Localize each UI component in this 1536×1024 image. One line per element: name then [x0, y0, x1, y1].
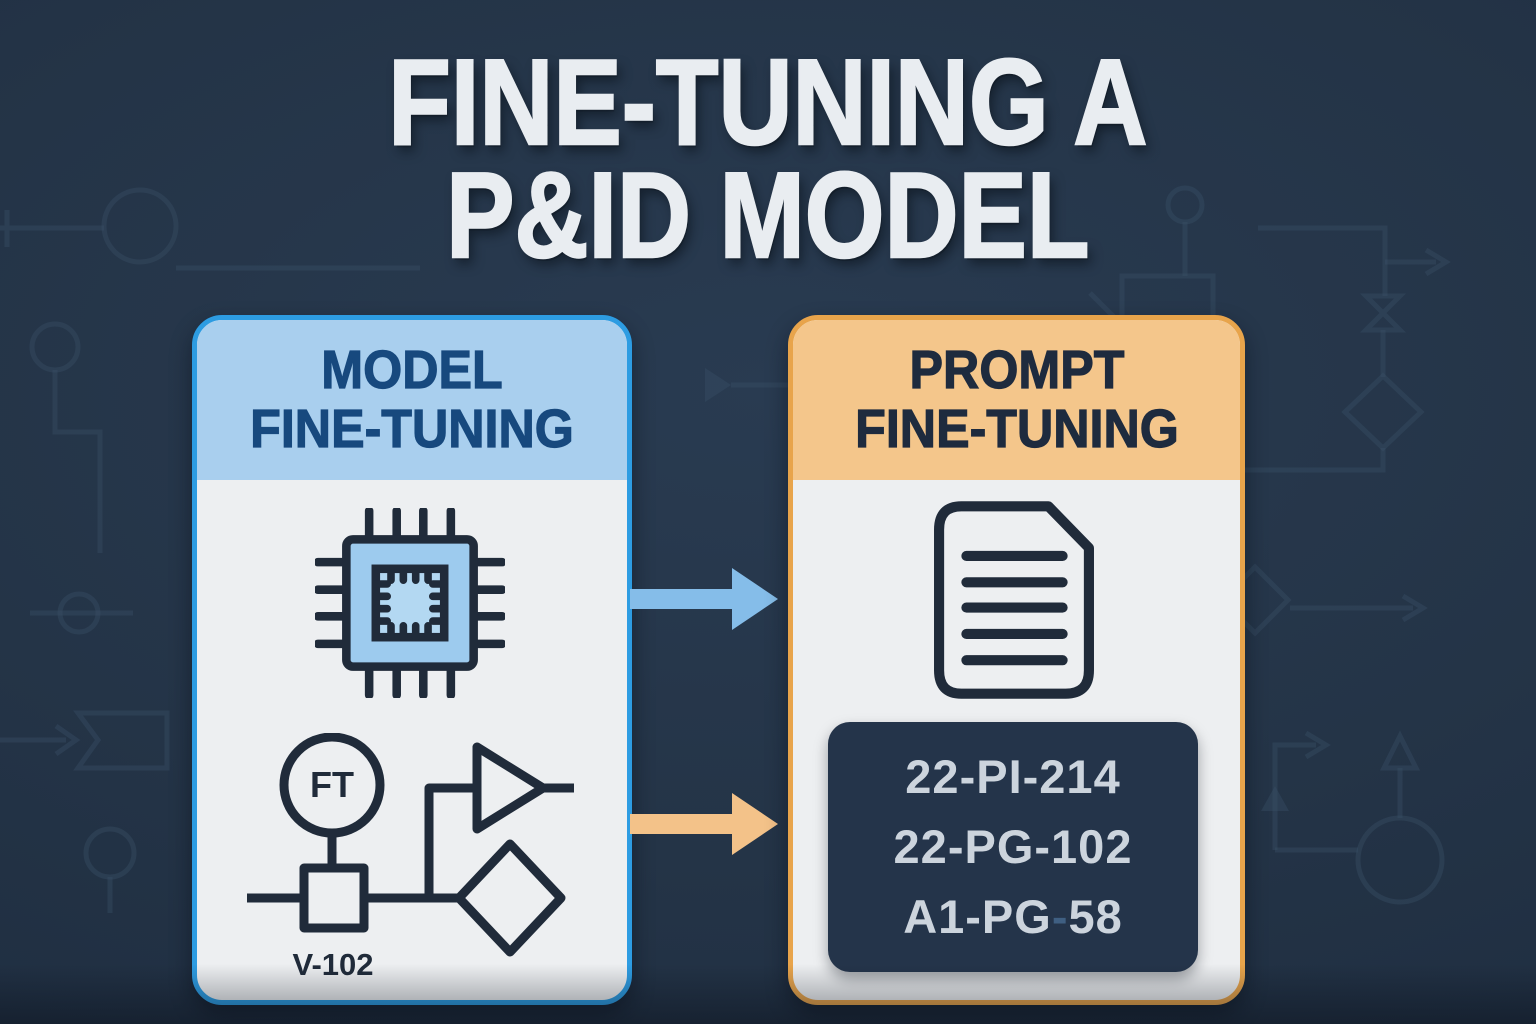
model-card-header: MODEL FINE-TUNING: [197, 320, 627, 480]
page-title-line2: P&ID MODEL: [445, 147, 1090, 284]
valve-square-symbol: [299, 863, 369, 933]
tag-list-box: 22-PI-214 22-PG-102 A1-PG-58: [828, 722, 1198, 972]
model-fine-tuning-card: MODEL FINE-TUNING: [192, 315, 632, 1005]
prompt-card-header: PROMPT FINE-TUNING: [793, 320, 1240, 480]
model-card-title: MODEL FINE-TUNING: [250, 339, 575, 459]
prompt-card-title: PROMPT FINE-TUNING: [854, 339, 1179, 459]
diamond-symbol: [454, 839, 566, 957]
page-title-line1: FINE-TUNING A: [387, 34, 1148, 170]
blue-right-arrow-icon: [630, 568, 778, 630]
instrument-tag-label: FT: [310, 764, 354, 805]
bottom-vignette: [0, 964, 1536, 1024]
orange-right-arrow-icon: [630, 793, 778, 855]
tag-item: A1-PG-58: [903, 890, 1123, 943]
document-lines-icon: [934, 501, 1094, 699]
tag-blue-dash: -: [1051, 890, 1069, 943]
tag-item: 22-PG-102: [893, 820, 1133, 873]
pid-instrument-loop-icon: FT V-102: [247, 733, 574, 978]
pump-triangle-symbol: [472, 742, 548, 834]
tag-item: 22-PI-214: [905, 750, 1121, 803]
page-title: FINE-TUNING A P&ID MODEL: [0, 34, 1536, 284]
prompt-fine-tuning-card: PROMPT FINE-TUNING 22-PI-214 22-PG-102 A…: [788, 315, 1245, 1005]
equipment-tag-label: V-102: [292, 947, 373, 978]
cpu-chip-icon: [315, 508, 505, 698]
